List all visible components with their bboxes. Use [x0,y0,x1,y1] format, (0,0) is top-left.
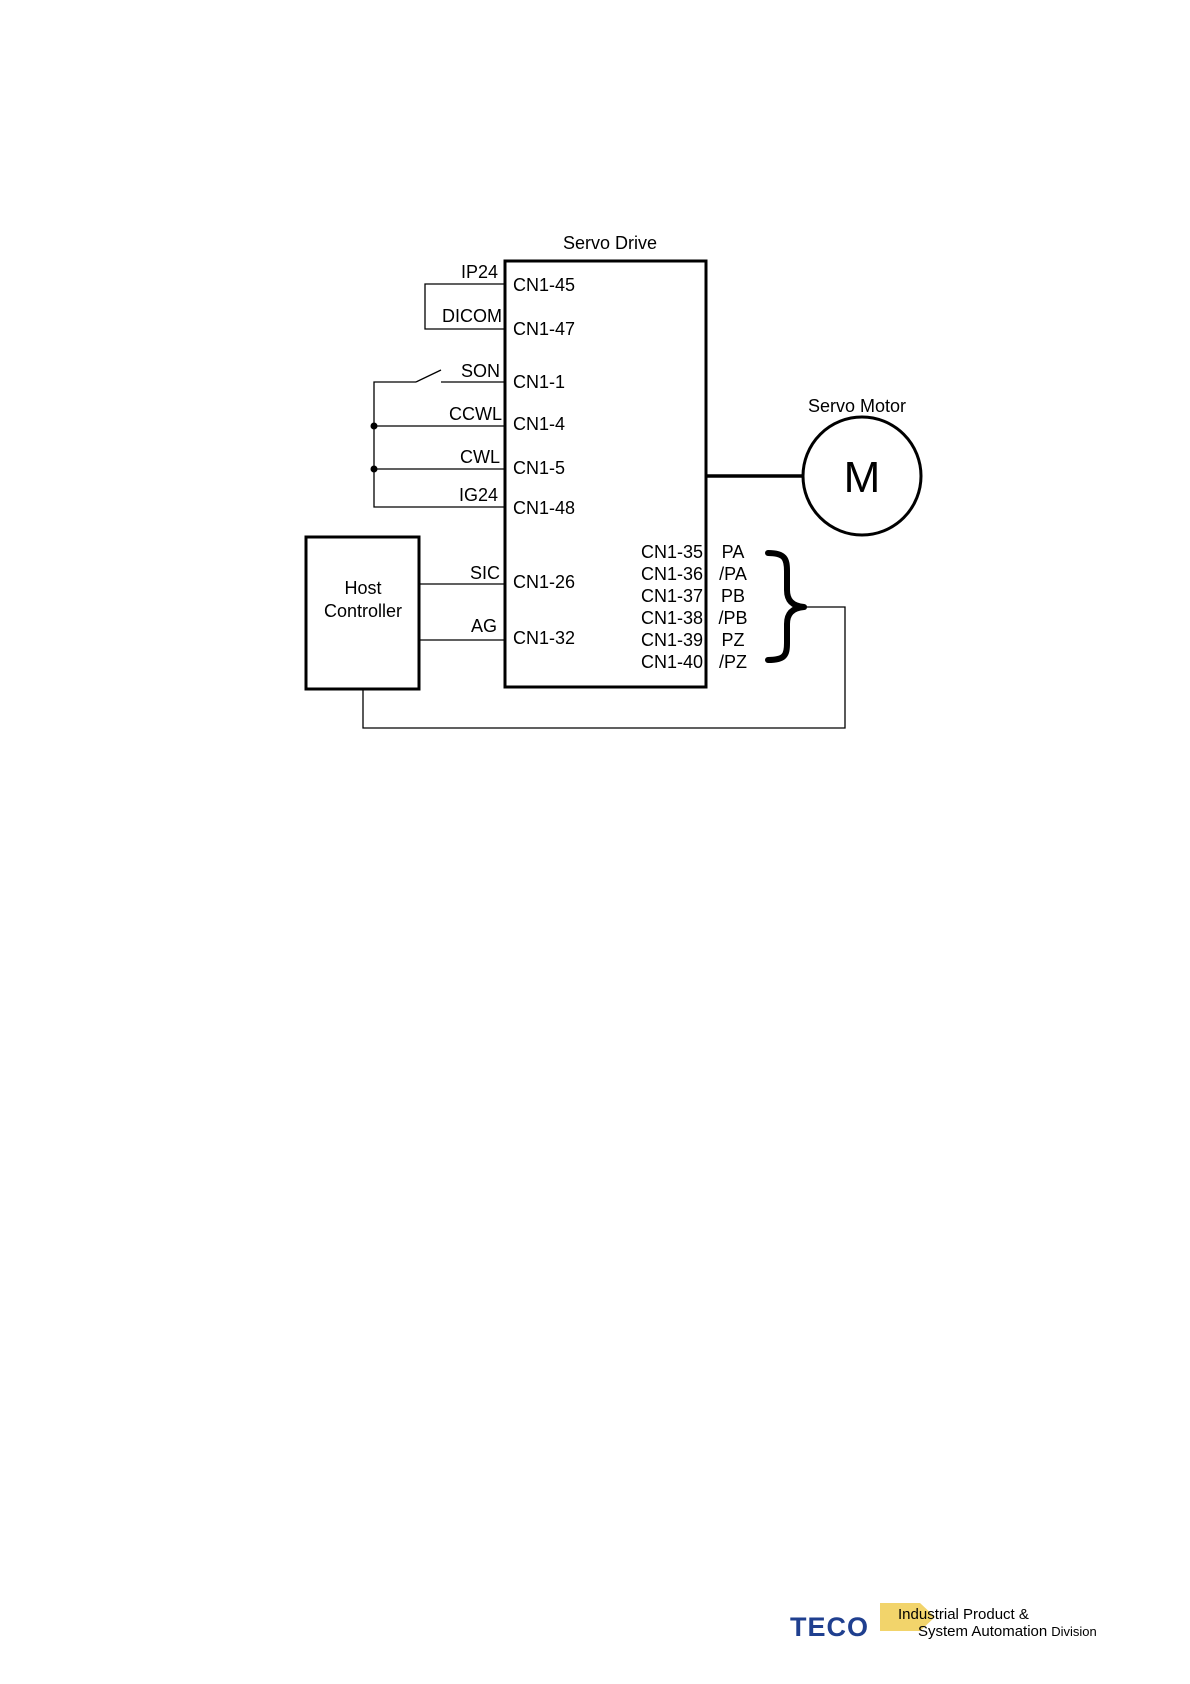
signal-label: IG24 [459,485,498,505]
host-controller-label: Host [344,578,381,598]
encoder-signal-label: /PA [719,564,747,584]
encoder-pin-label: CN1-36 [641,564,703,584]
host-controller-label: Controller [324,601,402,621]
encoder-pin-label: CN1-35 [641,542,703,562]
pin-label: CN1-47 [513,319,575,339]
logo-text: TECO [790,1612,869,1642]
pin-label: CN1-45 [513,275,575,295]
pin-label: CN1-48 [513,498,575,518]
son-switch [416,370,441,382]
division-word: Division [1051,1624,1097,1639]
division-line1: Industrial Product & [898,1606,1029,1623]
encoder-pin-label: CN1-37 [641,586,703,606]
junction-dot [371,423,378,430]
encoder-signal-label: /PB [718,608,747,628]
encoder-feedback-wire [363,607,845,728]
motor-m-label: M [844,453,881,502]
junction-dot [371,466,378,473]
division-line2-main: System Automation [918,1623,1047,1640]
signal-label: CWL [460,447,500,467]
pin-label: CN1-26 [513,572,575,592]
signal-label: IP24 [461,262,498,282]
signal-label: SIC [470,563,500,583]
pin-label: CN1-32 [513,628,575,648]
encoder-brace [768,553,804,660]
pin-label: CN1-1 [513,372,565,392]
signal-label: AG [471,616,497,636]
servo-drive-title: Servo Drive [563,233,657,253]
pin-label: CN1-5 [513,458,565,478]
encoder-pin-label: CN1-39 [641,630,703,650]
encoder-pin-label: CN1-40 [641,652,703,672]
signal-label: DICOM [442,306,502,326]
signal-label: CCWL [449,404,502,424]
signal-label: SON [461,361,500,381]
encoder-signal-label: PZ [721,630,744,650]
encoder-signal-label: PA [722,542,745,562]
encoder-pin-label: CN1-38 [641,608,703,628]
servo-motor-title: Servo Motor [808,396,906,416]
encoder-signal-label: PB [721,586,745,606]
division-line2: System Automation Division [918,1623,1097,1640]
encoder-signal-label: /PZ [719,652,747,672]
pin-label: CN1-4 [513,414,565,434]
